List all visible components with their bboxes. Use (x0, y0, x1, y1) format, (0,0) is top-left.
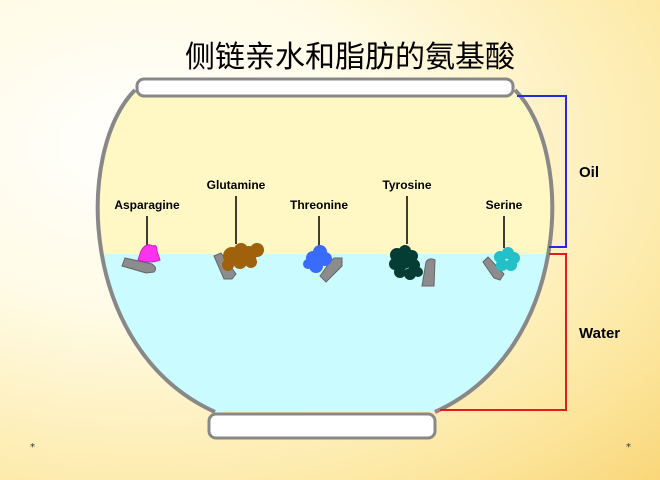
bowl-top-rim (135, 77, 515, 98)
amino-acid-label: Threonine (290, 198, 348, 212)
side-chain (137, 244, 161, 263)
amino-acid-serine: Serine (482, 198, 523, 281)
side-chain (303, 245, 332, 273)
oil-layer (97, 90, 553, 256)
side-chain (389, 245, 423, 280)
amino-acid-asparagine: Asparagine (114, 198, 180, 274)
amino-acid-tyrosine: Tyrosine (382, 178, 436, 287)
amino-acid-label: Glutamine (207, 178, 266, 192)
side-chain (222, 243, 264, 271)
amino-acid-label: Tyrosine (382, 178, 431, 192)
water-bracket (440, 253, 567, 411)
oil-label: Oil (579, 164, 599, 181)
side-chain (494, 247, 520, 271)
amino-acid-label: Serine (486, 198, 523, 212)
amino-acid-glutamine: Glutamine (207, 178, 266, 280)
water-label: Water (579, 325, 620, 342)
backbone-shape (482, 256, 505, 281)
bowl-outline (95, 88, 555, 414)
page-title: 侧链亲水和脂肪的氨基酸 (185, 40, 515, 75)
oil-bracket (517, 95, 567, 248)
amino-acid-label: Asparagine (114, 198, 180, 212)
backbone-shape (421, 258, 436, 287)
backbone-shape (121, 257, 157, 274)
amino-acid-threonine: Threonine (290, 198, 348, 283)
bowl-base (207, 412, 437, 440)
footnote-mark-right: * (626, 442, 631, 453)
footnote-mark-left: * (30, 442, 35, 453)
